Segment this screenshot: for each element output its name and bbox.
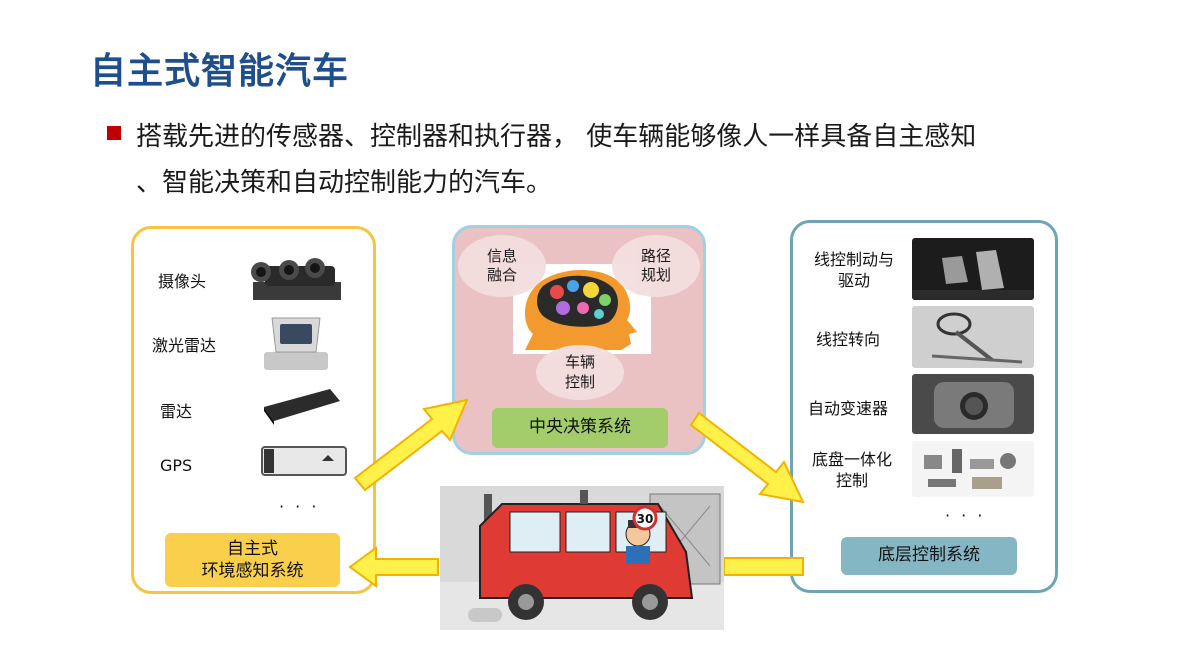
bubble-info-fusion-line2: 融合 — [486, 266, 517, 284]
chassis-integration-label-line2: 控制 — [835, 470, 868, 490]
bubble-vehicle-control: 车辆 控制 — [536, 345, 624, 400]
autonomous-car-illustration: 30 — [440, 486, 724, 630]
brake-drive-label-line2: 驱动 — [837, 270, 870, 290]
bullet-text-line2: 、智能决策和自动控制能力的汽车。 — [136, 168, 553, 198]
gps-image — [261, 446, 347, 476]
chassis-integration-label: 底盘一体化 控制 — [804, 450, 900, 492]
gear-knob-image — [912, 374, 1034, 434]
chassis-integration-label-line1: 底盘一体化 — [811, 450, 892, 469]
environment-perception-label: 自主式 环境感知系统 — [165, 533, 340, 587]
auto-transmission-label: 自动变速器 — [808, 399, 889, 418]
bubble-info-fusion: 信息 融合 — [458, 235, 546, 297]
pedals-image — [912, 238, 1034, 300]
speed-sign-text: 30 — [637, 512, 654, 526]
arrow-control-to-vehicle — [723, 557, 804, 576]
central-decision-label: 中央决策系统 — [492, 408, 668, 448]
environment-perception-label-line2: 环境感知系统 — [201, 561, 304, 581]
sensor-gps-label: GPS — [160, 456, 193, 475]
steering-image — [912, 306, 1034, 368]
control-ellipsis: · · · — [945, 506, 986, 525]
bubble-path-planning-line2: 规划 — [640, 266, 671, 284]
sensor-ellipsis: · · · — [279, 497, 320, 516]
arrow-decision-to-control — [689, 411, 805, 504]
brake-drive-label-line1: 线控制动与 — [813, 250, 894, 269]
arrow-vehicle-to-perception — [348, 546, 439, 588]
steer-by-wire-label: 线控转向 — [816, 330, 881, 349]
bottom-control-label: 底层控制系统 — [841, 537, 1017, 575]
bubble-vehicle-control-line2: 控制 — [564, 372, 595, 391]
camera-image — [251, 258, 341, 300]
page-title: 自主式智能汽车 — [90, 51, 350, 92]
radar-image — [264, 389, 340, 425]
bullet-text-line1: 搭载先进的传感器、控制器和执行器， 使车辆能够像人一样具备自主感知 — [136, 122, 977, 152]
brake-drive-label: 线控制动与 驱动 — [806, 250, 902, 292]
bubble-path-planning: 路径 规划 — [612, 235, 700, 297]
bubble-vehicle-control-line1: 车辆 — [564, 353, 595, 371]
arrow-perception-to-decision — [353, 398, 469, 492]
environment-perception-label-line1: 自主式 — [227, 538, 278, 559]
chassis-parts-image — [912, 441, 1034, 497]
bubble-info-fusion-line1: 信息 — [486, 246, 517, 265]
bubble-path-planning-line1: 路径 — [640, 246, 671, 265]
bullet-square-icon — [107, 126, 121, 140]
speed-sign — [632, 505, 658, 531]
sensor-radar-label: 雷达 — [160, 402, 193, 421]
lidar-image — [264, 317, 328, 370]
sensor-lidar-label: 激光雷达 — [152, 336, 217, 355]
sensor-camera-label: 摄像头 — [158, 272, 207, 291]
